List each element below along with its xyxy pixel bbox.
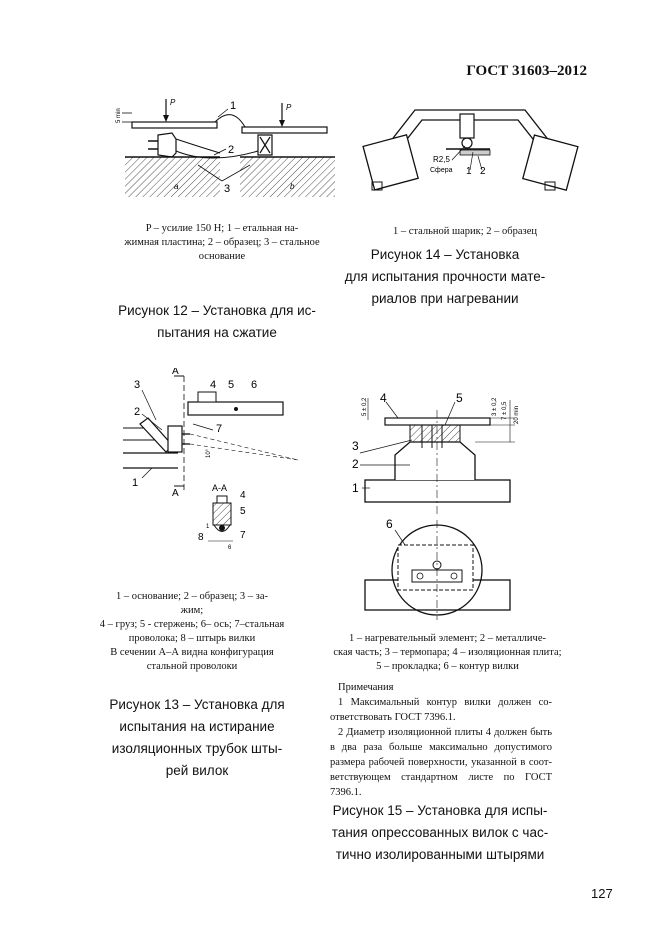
note-1: 1 Максимальный контур вилки должен со-от… bbox=[330, 697, 552, 723]
fig12-legend-line: основание bbox=[198, 251, 246, 262]
note-2: 2 Диаметр изоляционной плиты 4 должен бы… bbox=[330, 727, 552, 798]
fig14-label-sphere: Сфера bbox=[430, 167, 453, 174]
fig15-label-5: 5 bbox=[456, 391, 463, 405]
page-number: 127 bbox=[591, 886, 613, 901]
figure-14-legend: 1 – стальной шарик; 2 – образец bbox=[393, 226, 537, 237]
fig13-s6: 6 bbox=[228, 545, 232, 551]
fig13-s7: 7 bbox=[240, 530, 246, 541]
fig13-label-3: 3 bbox=[134, 379, 140, 391]
fig13-section: A-A bbox=[212, 483, 227, 493]
fig13-label-2: 2 bbox=[134, 406, 140, 418]
fig12-label-p2: P bbox=[286, 103, 292, 112]
fig15-label-1: 1 bbox=[352, 481, 359, 495]
fig13-label-a1: A bbox=[172, 368, 179, 377]
fig13-label-4: 4 bbox=[210, 379, 216, 391]
figure-12-legend: P – усилие 150 Н; 1 – етальная на- жимна… bbox=[102, 222, 342, 264]
fig13-s1: 1 bbox=[206, 524, 210, 530]
fig12-label-p1: P bbox=[170, 98, 176, 107]
figure-14-drawing: R2,5 Сфера 1 2 bbox=[362, 109, 579, 191]
fig15-label-2: 2 bbox=[352, 457, 359, 471]
fig12-legend-line: жимная пластина; 2 – образец; 3 – стальн… bbox=[124, 237, 320, 248]
fig15-dim-3: 7 ± 0,5 bbox=[502, 401, 508, 420]
fig15-dim-4: 20 min bbox=[514, 406, 520, 424]
fig12-label-3: 3 bbox=[224, 183, 230, 195]
fig15-label-4: 4 bbox=[380, 391, 387, 405]
figure-13-caption: Рисунок 13 – Установка для испытания на … bbox=[109, 697, 285, 778]
fig12-label-a: a bbox=[174, 182, 179, 191]
figure-13-legend: 1 – основание; 2 – образец; 3 – за- жим;… bbox=[99, 591, 285, 672]
fig13-label-6: 6 bbox=[251, 379, 257, 391]
fig13-s8: 8 bbox=[198, 532, 204, 543]
figure-15-legend: 1 – нагревательный элемент; 2 – металлич… bbox=[333, 633, 562, 672]
base-a bbox=[125, 157, 220, 197]
fig12-label-b: b bbox=[290, 182, 295, 191]
fig12-label-2: 2 bbox=[228, 144, 234, 156]
fig13-label-a2: A bbox=[172, 488, 179, 499]
figure-14-caption: Рисунок 14 – Установка для испытания про… bbox=[344, 247, 546, 306]
figure-12-caption: Рисунок 12 – Установка для ис- пытания н… bbox=[118, 303, 316, 340]
figure-12-drawing: P P 1 2 3 a b 5 min bbox=[116, 98, 335, 197]
fig15-label-6: 6 bbox=[386, 517, 393, 531]
fig15-dim-2: 3 ± 0,2 bbox=[492, 397, 498, 416]
fig15-label-3: 3 bbox=[352, 439, 359, 453]
fig13-label-7: 7 bbox=[216, 423, 222, 435]
fig15-dim-1: 5 ± 0,2 bbox=[362, 397, 368, 416]
fig14-label-2: 2 bbox=[480, 166, 486, 177]
fig12-label-1: 1 bbox=[230, 100, 236, 112]
plate-a bbox=[131, 121, 218, 129]
base-b bbox=[240, 157, 335, 197]
fig13-label-1: 1 bbox=[132, 477, 138, 489]
figure-13-drawing: 3 2 1 A A 4 5 6 7 10° A-A 4 5 7 8 1 6 bbox=[123, 368, 299, 551]
fig14-label-r: R2,5 bbox=[433, 155, 450, 164]
fig13-label-5: 5 bbox=[228, 379, 234, 391]
fig13-s4: 4 bbox=[240, 490, 246, 501]
standard-header: ГОСТ 31603–2012 bbox=[466, 63, 587, 79]
fig14-label-1: 1 bbox=[466, 166, 472, 177]
notes-title: Примечания bbox=[338, 682, 394, 693]
fig13-angle: 10° bbox=[206, 448, 212, 458]
fig13-s5: 5 bbox=[240, 506, 246, 517]
figure-15-drawing: 3 2 1 4 5 6 5 ± 0,2 3 ± 0,2 7 ± 0,5 20 m… bbox=[352, 391, 520, 620]
plate-b bbox=[241, 126, 328, 134]
fig12-dim: 5 min bbox=[116, 108, 122, 123]
fig12-legend-line: P – усилие 150 Н; 1 – етальная на- bbox=[145, 223, 299, 234]
figure-15-caption: Рисунок 15 – Установка для испы- тания о… bbox=[331, 803, 549, 862]
figure-15-notes: Примечания 1 Максимальный контур вилки д… bbox=[330, 680, 552, 800]
